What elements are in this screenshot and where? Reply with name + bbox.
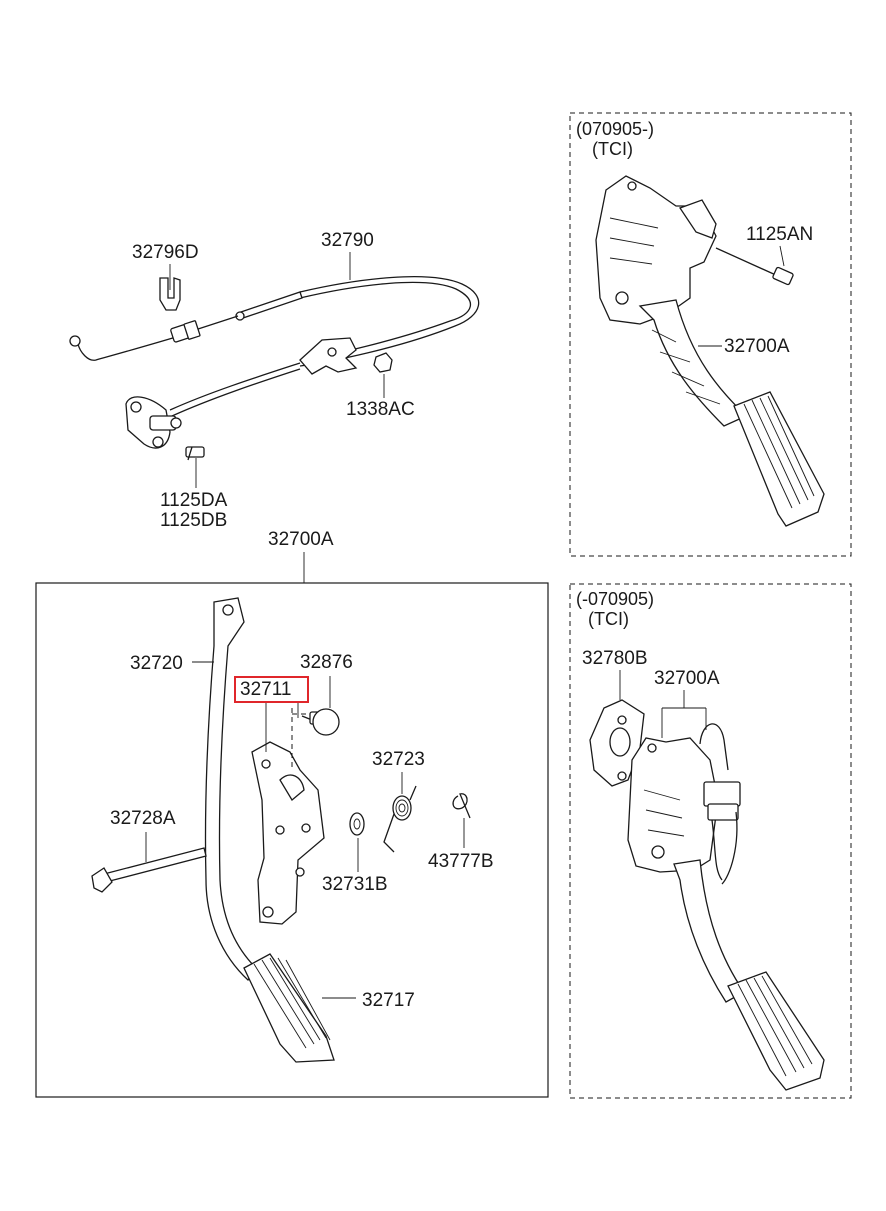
washer-32731B [349,812,365,836]
top-panel-date: (070905-) [576,119,655,139]
part-label-1125AN[interactable]: 1125AN [746,224,814,245]
highlight-box-32711 [234,676,309,703]
clip-43777B [452,793,471,819]
part-label-32731B[interactable]: 32731B [322,874,388,895]
pedal-bracket-32711 [251,741,325,925]
part-label-32711[interactable]: 32711 [240,679,292,700]
part-label-32728A[interactable]: 32728A [110,808,176,829]
part-label-1125DB[interactable]: 1125DB [160,510,228,531]
part-label-32700A-bottom[interactable]: 32700A [654,668,720,689]
stopper-32876 [301,708,340,736]
pin-32728A [91,847,207,893]
part-label-32717[interactable]: 32717 [362,990,415,1011]
part-label-32796D[interactable]: 32796D [132,242,199,263]
part-label-32780B[interactable]: 32780B [582,648,648,669]
part-label-32723[interactable]: 32723 [372,749,425,770]
bottom-right-panel-frame [569,583,852,1099]
top-right-panel-frame [569,112,852,557]
top-panel-variant: (TCI) [592,139,633,159]
part-label-32790[interactable]: 32790 [321,230,374,251]
pedal-arm-32720 [204,597,257,981]
part-label-32720[interactable]: 32720 [130,653,183,674]
part-label-43777B[interactable]: 43777B [428,851,494,872]
part-label-1125DA[interactable]: 1125DA [160,490,228,511]
accelerator-cable [69,276,480,461]
electronic-pedal-top [595,175,825,527]
part-label-32876[interactable]: 32876 [300,652,353,673]
bottom-panel-variant: (TCI) [588,609,629,629]
electronic-pedal-bottom [589,670,825,1091]
pedal-pad-32717 [243,953,335,1063]
bottom-panel-date: (-070905) [576,589,655,609]
main-assembly-frame [35,582,549,1098]
part-label-32700A-top[interactable]: 32700A [724,336,790,357]
spring-32723 [383,785,417,853]
part-label-1338AC[interactable]: 1338AC [346,399,415,420]
part-label-32700A-main[interactable]: 32700A [268,529,334,550]
